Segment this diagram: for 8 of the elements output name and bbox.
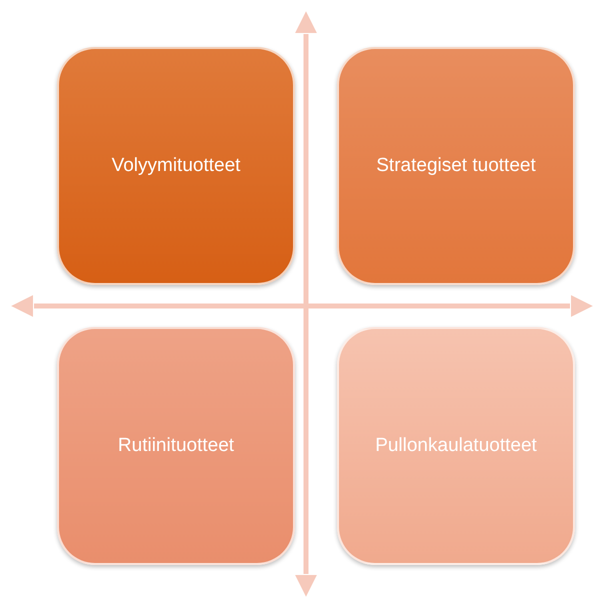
quadrant-label: Rutiinituotteet — [118, 435, 234, 457]
quadrant-box — [337, 327, 575, 565]
quadrant-label: Volyymituotteet — [112, 155, 240, 177]
quadrant-box — [337, 47, 575, 285]
quadrant-box — [57, 47, 295, 285]
quadrant-label: Strategiset tuotteet — [376, 155, 536, 177]
quadrant-label: Pullonkaulatuotteet — [375, 435, 537, 457]
quadrant-box — [57, 327, 295, 565]
